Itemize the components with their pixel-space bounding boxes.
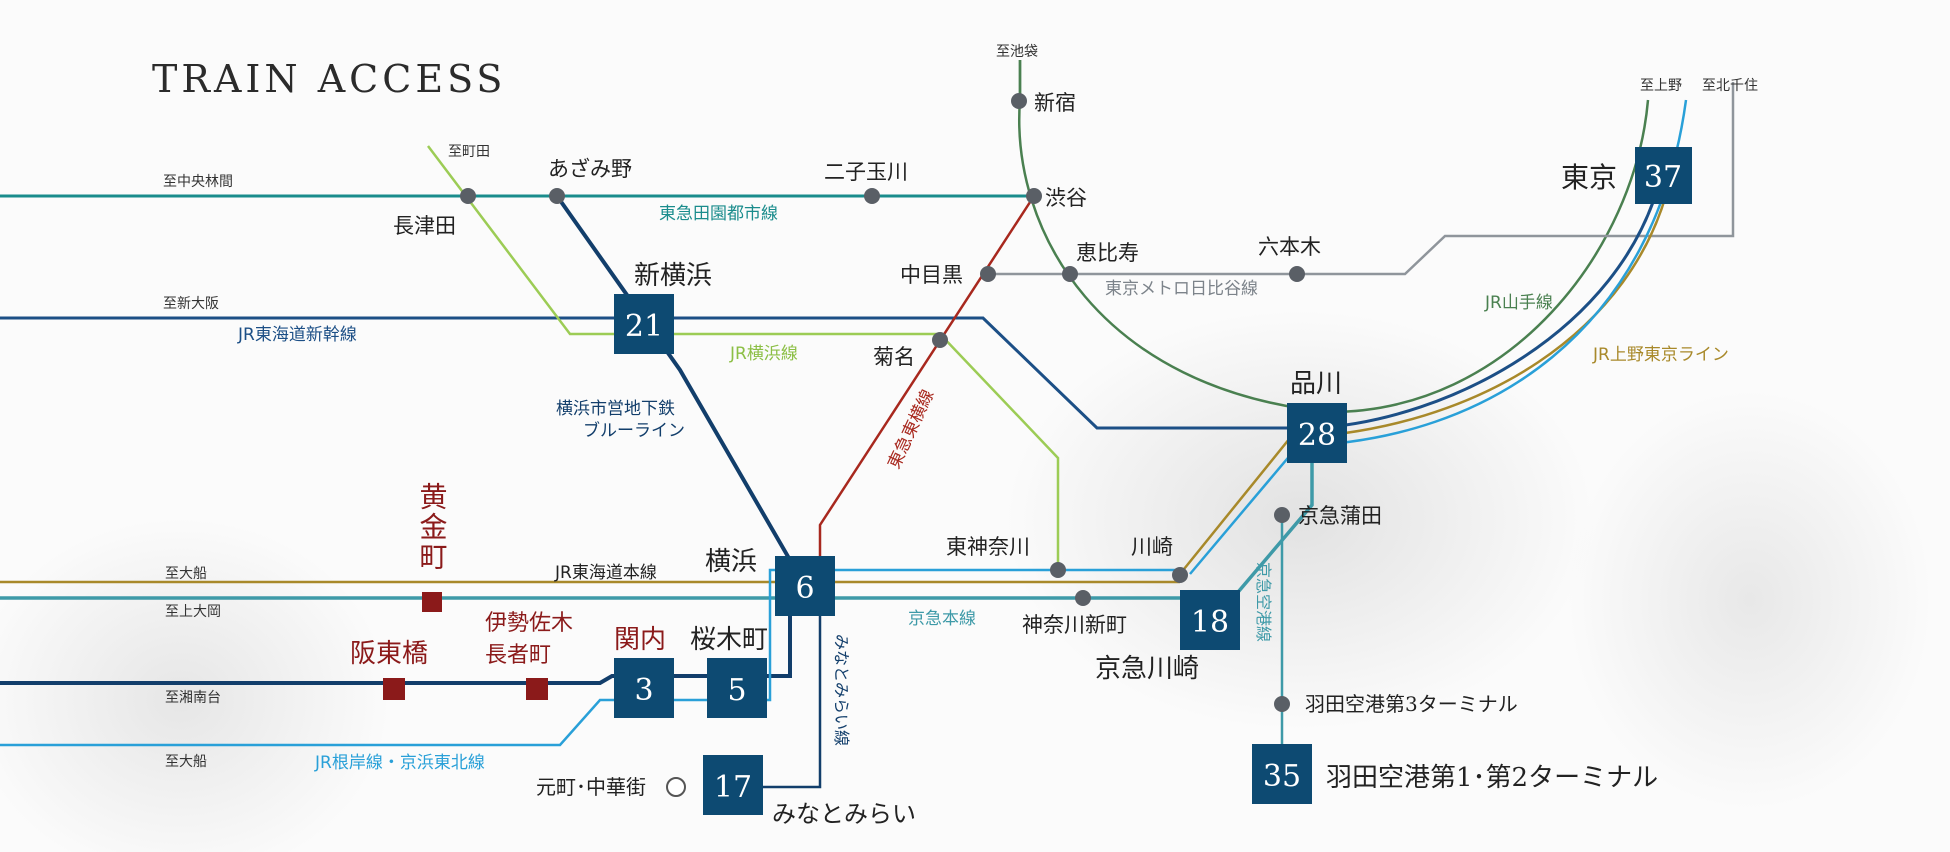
- direction-chuo-rinkan: 至中央林間: [163, 174, 233, 190]
- station-dot-azamino: [549, 188, 565, 204]
- station-label-koganecho: 黄金町: [416, 482, 449, 572]
- line-keikyu: [0, 430, 1314, 600]
- line-label-negishi: JR根岸線・京浜東北線: [314, 753, 485, 773]
- line-label-yamanote: JR山手線: [1484, 293, 1553, 313]
- station-dot-keikyu-kamata: [1274, 507, 1290, 523]
- direction-shonandai: 至湘南台: [165, 690, 221, 706]
- station-label-nagatsuta: 長津田: [393, 214, 456, 238]
- direction-ueno: 至上野: [1640, 78, 1682, 94]
- line-label-minatomirai: みなとみらい線: [832, 634, 851, 746]
- station-dot-nakameguro: [980, 266, 996, 282]
- station-label-haneda-t3: 羽田空港第3ターミナル: [1305, 692, 1518, 716]
- station-label-ebisu: 恵比寿: [1076, 241, 1139, 265]
- direction-machida: 至町田: [448, 144, 490, 160]
- line-shinkansen: [0, 179, 1662, 430]
- minute-box-haneda-t12: 35: [1252, 744, 1312, 804]
- minute-value: 37: [1644, 160, 1682, 195]
- minute-box-sakuragicho: 5: [707, 658, 767, 718]
- minute-box-shinagawa: 28: [1287, 403, 1347, 463]
- line-label-blue-line-1: 横浜市営地下鉄: [556, 399, 675, 419]
- station-label-keikyu-kamata: 京急蒲田: [1298, 504, 1382, 528]
- minute-box-motomachi: 17: [703, 755, 763, 815]
- station-dot-shinjuku: [1011, 93, 1027, 109]
- direction-ofuna-2: 至大船: [165, 754, 207, 770]
- line-label-toyoko: 東急東横線: [884, 387, 938, 472]
- minute-box-yokohama: 6: [775, 556, 835, 616]
- station-label-yokohama: 横浜: [705, 547, 757, 577]
- direction-ikebukuro: 至池袋: [996, 44, 1038, 60]
- station-dot-roppongi: [1289, 266, 1305, 282]
- station-dot-kawasaki: [1172, 567, 1188, 583]
- line-label-blue-line-2: ブルーライン: [583, 420, 685, 441]
- station-dot-ebisu: [1062, 266, 1078, 282]
- page-title: TRAIN ACCESS: [152, 57, 506, 101]
- station-label-tokyo: 東京: [1561, 161, 1617, 194]
- line-hibiya: [988, 82, 1735, 276]
- line-label-hibiya: 東京メトロ日比谷線: [1105, 279, 1258, 299]
- minute-value: 5: [727, 673, 746, 708]
- direction-ofuna-1: 至大船: [165, 566, 207, 582]
- station-marker-koganecho: [422, 592, 442, 612]
- line-ueno-tokyo: [1179, 179, 1672, 575]
- minute-value: 6: [795, 571, 814, 606]
- station-label-kikuna: 菊名: [873, 345, 915, 369]
- station-label-kanagawa-shinmachi: 神奈川新町: [1022, 613, 1127, 637]
- line-label-yokohama: JR横浜線: [729, 344, 798, 364]
- direction-kitasenju: 至北千住: [1702, 78, 1758, 94]
- line-toyoko: [818, 195, 1036, 565]
- station-label-isezakichojamachi-2: 長者町: [485, 643, 551, 668]
- station-label-shibuya: 渋谷: [1045, 186, 1087, 210]
- minute-value: 28: [1298, 418, 1336, 453]
- station-label-hinodecho: 阪東橋: [350, 639, 428, 669]
- minute-value: 17: [714, 770, 752, 805]
- station-label-roppongi: 六本木: [1258, 235, 1321, 259]
- line-label-keikyu: 京急本線: [908, 609, 976, 629]
- minute-box-tokyo: 37: [1635, 147, 1692, 204]
- station-dot-motomachi: [666, 777, 686, 797]
- line-label-shinkansen: JR東海道新幹線: [237, 324, 357, 345]
- station-dot-shibuya: [1026, 188, 1042, 204]
- line-label-tokaido: JR東海道本線: [554, 563, 657, 583]
- station-dot-haneda-t3: [1274, 696, 1290, 712]
- direction-shin-osaka: 至新大阪: [163, 296, 219, 312]
- line-negishi: [0, 568, 1180, 747]
- station-label-shinagawa: 品川: [1290, 369, 1342, 399]
- station-label-haneda-t12: 羽田空港第1･第2ターミナル: [1326, 763, 1658, 793]
- station-dot-futako: [864, 188, 880, 204]
- station-label-nakameguro: 中目黒: [900, 263, 963, 287]
- station-label-sakuragicho: 桜木町: [690, 625, 768, 655]
- station-label-azamino: あざみ野: [548, 157, 632, 181]
- station-label-higashi-kanagawa: 東神奈川: [946, 535, 1030, 559]
- station-label-isezakichojamachi-1: 伊勢佐木: [485, 611, 573, 636]
- station-marker-hinodecho: [383, 678, 405, 700]
- station-label-futako: 二子玉川: [824, 160, 908, 184]
- station-dot-nagatsuta: [460, 188, 476, 204]
- minute-box-kannai: 3: [614, 658, 674, 718]
- minute-value: 35: [1263, 759, 1301, 794]
- station-marker-isezakichojamachi: [526, 678, 548, 700]
- minute-value: 18: [1191, 605, 1229, 640]
- minute-box-shin-yokohama: 21: [614, 294, 674, 354]
- station-label-shin-yokohama: 新横浜: [634, 261, 712, 291]
- minute-box-keikyu-kawasaki: 18: [1180, 590, 1240, 650]
- station-label-kannai: 関内: [614, 625, 666, 655]
- minute-value: 21: [625, 309, 663, 344]
- station-label-keikyu-kawasaki: 京急川崎: [1095, 654, 1199, 684]
- station-label-minatomirai: みなとみらい: [772, 800, 916, 828]
- station-label-shinjuku: 新宿: [1034, 91, 1076, 115]
- direction-kamiooka: 至上大岡: [165, 604, 221, 620]
- line-label-den-en-toshi: 東急田園都市線: [659, 204, 778, 224]
- station-label-motomachi: 元町･中華街: [536, 775, 646, 799]
- line-label-ueno-tokyo: JR上野東京ライン: [1592, 345, 1729, 365]
- line-label-airport: 京急空港線: [1254, 562, 1273, 642]
- line-blue-line: [0, 194, 792, 685]
- station-dot-kanagawa-shinmachi: [1075, 590, 1091, 606]
- station-dot-higashi-kanagawa: [1050, 562, 1066, 578]
- station-label-kawasaki: 川崎: [1131, 535, 1173, 559]
- minute-value: 3: [634, 673, 653, 708]
- station-dot-kikuna: [932, 332, 948, 348]
